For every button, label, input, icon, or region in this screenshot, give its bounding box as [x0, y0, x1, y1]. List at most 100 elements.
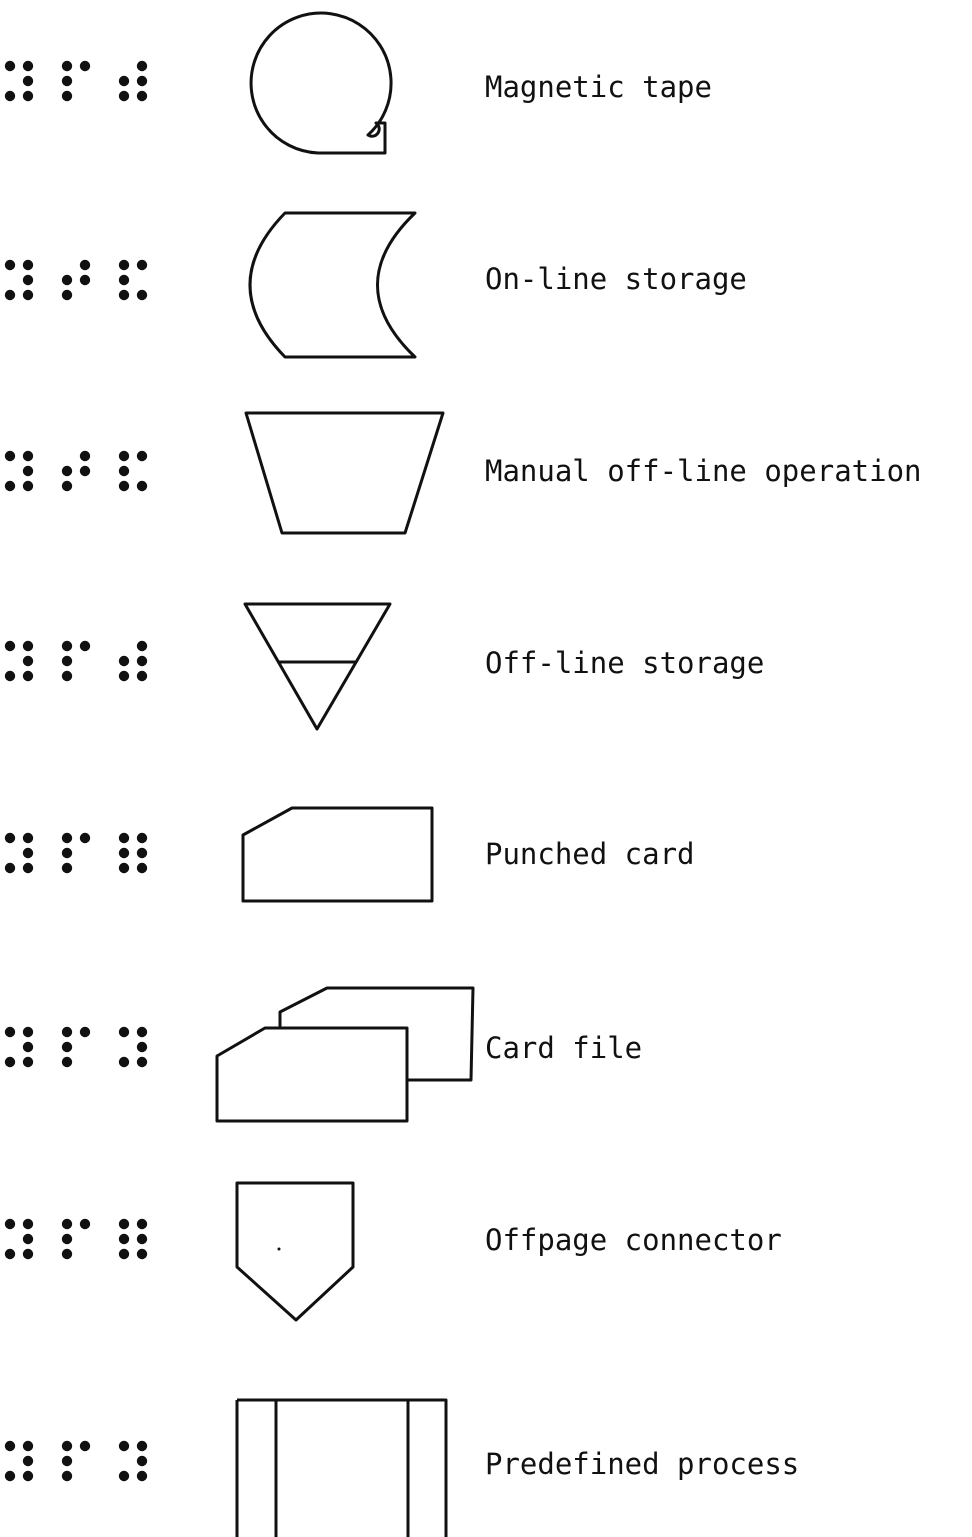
braille-dot [22, 640, 34, 652]
braille-dot [61, 289, 73, 301]
row-offpage-connector: Offpage connector [4, 1181, 782, 1322]
braille-dot [136, 655, 148, 667]
braille-dot [118, 259, 130, 271]
braille-cell [118, 1026, 148, 1068]
braille-dot [118, 289, 130, 301]
braille-dot [136, 1218, 148, 1230]
braille-dot [22, 450, 34, 462]
braille-dot [136, 670, 148, 682]
braille-dot [79, 1440, 91, 1452]
braille-dot [22, 1218, 34, 1230]
braille-dot [118, 1440, 130, 1452]
braille-dot [136, 259, 148, 271]
braille-cell [4, 1026, 34, 1068]
braille-dot [61, 1470, 73, 1482]
braille-dot [79, 450, 91, 462]
braille-cell [61, 640, 91, 682]
braille-dot [118, 1470, 130, 1482]
row-offline-storage: Off-line storage [4, 602, 764, 731]
braille-dot [22, 862, 34, 874]
braille-dot [22, 1440, 34, 1452]
braille-dot [136, 1041, 148, 1053]
braille-dot [118, 862, 130, 874]
braille-cells [4, 1218, 148, 1260]
braille-dot [136, 640, 148, 652]
braille-dot [4, 1218, 16, 1230]
row-label: On-line storage [485, 262, 747, 296]
braille-cell [61, 832, 91, 874]
braille-cell [61, 1218, 91, 1260]
braille-dot [118, 465, 130, 477]
braille-dot [4, 480, 16, 492]
braille-dot [136, 1233, 148, 1245]
punched-card-symbol [241, 806, 434, 903]
braille-cell [118, 60, 148, 102]
row-online-storage: On-line storage [4, 211, 747, 359]
braille-dot [61, 832, 73, 844]
braille-cell [118, 1440, 148, 1482]
braille-dot [136, 1056, 148, 1068]
braille-dot [22, 480, 34, 492]
braille-dot [79, 832, 91, 844]
braille-cell [61, 60, 91, 102]
braille-cell [61, 259, 91, 301]
braille-dot [61, 640, 73, 652]
braille-cells [4, 450, 148, 492]
braille-dot [136, 289, 148, 301]
braille-dot [61, 1248, 73, 1260]
braille-dot [22, 1248, 34, 1260]
braille-dot [22, 90, 34, 102]
braille-dot [61, 480, 73, 492]
braille-dot [118, 1056, 130, 1068]
braille-dot [22, 670, 34, 682]
row-magnetic-tape: Magnetic tape [4, 11, 712, 155]
braille-cell [61, 450, 91, 492]
braille-dot [61, 847, 73, 859]
braille-dot [4, 1440, 16, 1452]
braille-dot [22, 465, 34, 477]
row-label: Punched card [485, 837, 695, 871]
row-punched-card: Punched card [4, 806, 695, 903]
braille-dot [79, 1218, 91, 1230]
braille-dot [136, 1455, 148, 1467]
braille-dot [79, 465, 91, 477]
braille-dot [118, 670, 130, 682]
braille-cell [4, 60, 34, 102]
row-card-file: Card file [4, 986, 642, 1123]
row-label: Magnetic tape [485, 70, 712, 104]
braille-dot [4, 832, 16, 844]
braille-dot [118, 90, 130, 102]
center-dot [277, 1247, 281, 1251]
braille-dot [61, 1041, 73, 1053]
braille-dot [4, 862, 16, 874]
braille-dot [4, 1056, 16, 1068]
braille-dot [61, 1440, 73, 1452]
braille-dot [61, 1026, 73, 1038]
braille-dot [22, 1056, 34, 1068]
braille-dot [61, 90, 73, 102]
braille-cell [4, 450, 34, 492]
card-file-back-card [278, 986, 475, 1082]
predefined-process-symbol [235, 1398, 448, 1537]
braille-dot [79, 259, 91, 271]
braille-dot [22, 832, 34, 844]
braille-cells [4, 1026, 148, 1068]
braille-dot [22, 60, 34, 72]
braille-cells [4, 832, 148, 874]
braille-dot [22, 75, 34, 87]
braille-dot [79, 1026, 91, 1038]
braille-dot [22, 1470, 34, 1482]
braille-dot [61, 60, 73, 72]
magnetic-tape-symbol [249, 11, 393, 155]
braille-dot [61, 655, 73, 667]
braille-dot [61, 1455, 73, 1467]
braille-dot [79, 60, 91, 72]
braille-dot [118, 480, 130, 492]
braille-cells [4, 640, 148, 682]
braille-dot [61, 1233, 73, 1245]
row-label: Card file [485, 1031, 642, 1065]
braille-cell [118, 450, 148, 492]
braille-dot [22, 274, 34, 286]
braille-dot [136, 862, 148, 874]
